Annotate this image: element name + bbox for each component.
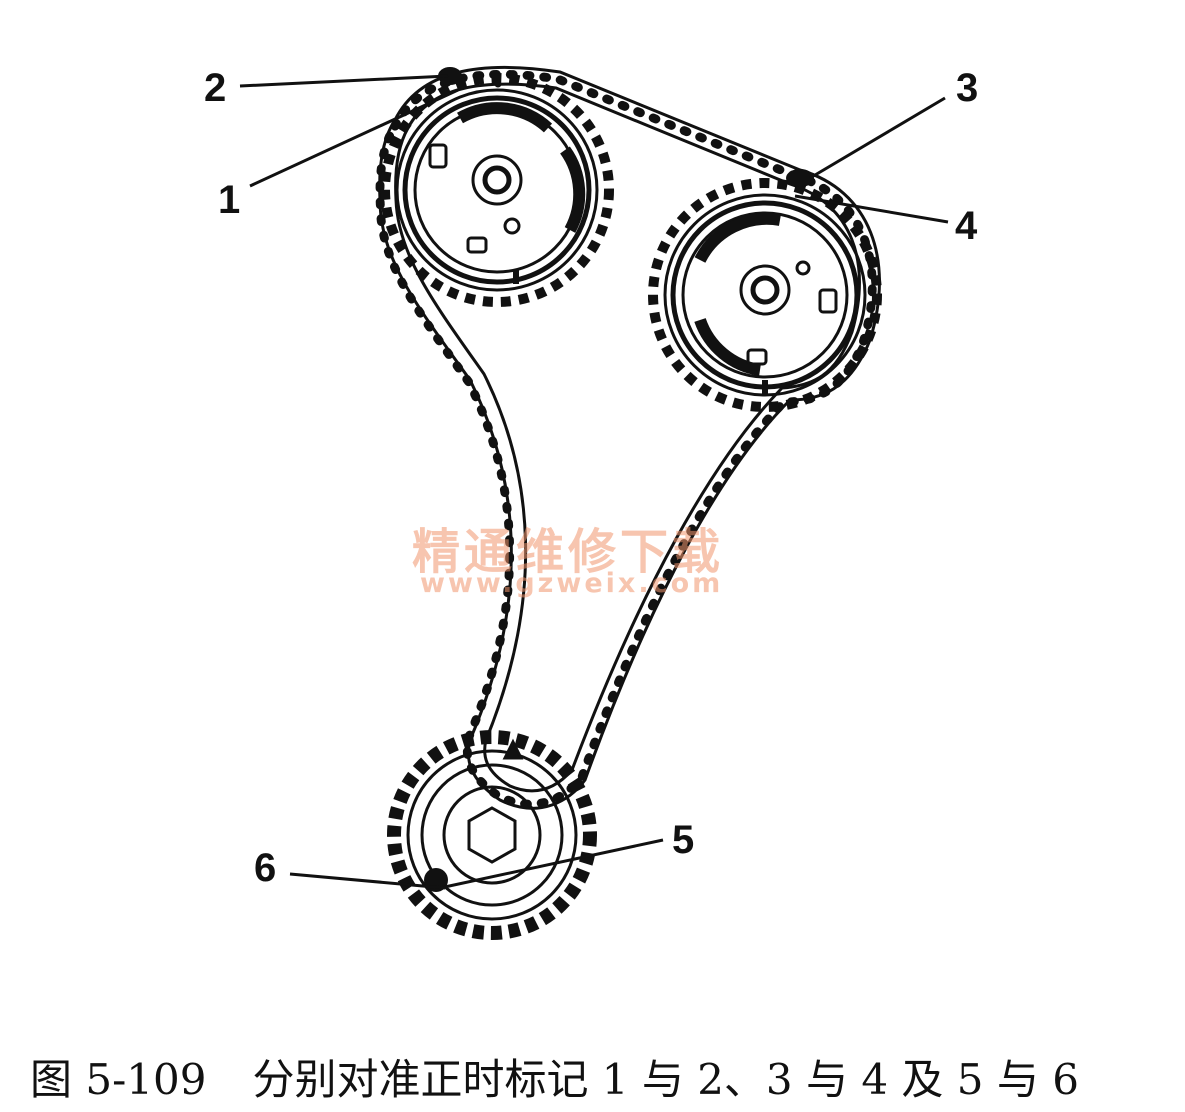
mark-2	[438, 67, 462, 85]
watermark-url: www.gzweix.com	[420, 568, 724, 599]
timing-chain-diagram	[239, 65, 949, 940]
callout-2: 2	[204, 66, 227, 110]
left-cam-sprocket	[380, 73, 614, 307]
leader-lines	[239, 74, 949, 890]
caption-text: 分别对准正时标记 1 与 2、3 与 4 及 5 与 6	[252, 1055, 1079, 1104]
timing-marks	[424, 67, 814, 892]
figure-number: 图 5-109	[30, 1055, 207, 1104]
mark-3	[786, 169, 814, 187]
callout-1: 1	[218, 178, 241, 222]
callout-6: 6	[254, 846, 277, 890]
right-cam-sprocket	[648, 178, 882, 412]
callout-5: 5	[672, 818, 695, 862]
crank-sprocket	[387, 730, 597, 940]
callout-3: 3	[956, 66, 979, 110]
watermark-text: 精通维修下载	[412, 524, 725, 580]
callout-4: 4	[955, 204, 978, 248]
figure-caption: 图 5-109 分别对准正时标记 1 与 2、3 与 4 及 5 与 6	[30, 1046, 1170, 1107]
